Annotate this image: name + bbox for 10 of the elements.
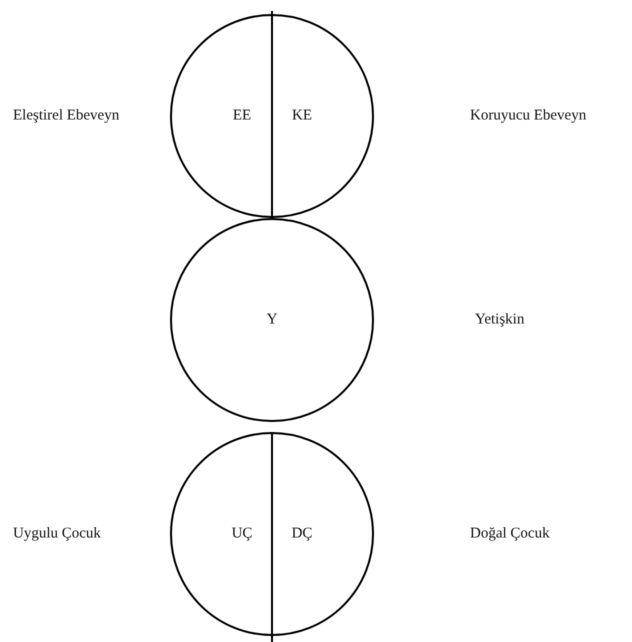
ego-state-name: Uygulu Çocuk [13,526,101,542]
ego-state-name: Yetişkin [475,312,524,328]
ego-state-abbreviation: DÇ [292,526,312,542]
ego-state-abbreviation: EE [232,108,252,124]
ego-state-name: Doğal Çocuk [470,526,550,542]
ego-state-abbreviation: KE [292,108,312,124]
ego-state-name: Eleştirel Ebeveyn [13,108,120,124]
ego-state-abbreviation: UÇ [232,526,252,542]
ego-state-name: Koruyucu Ebeveyn [470,108,586,124]
ego-state-abbreviation: Y [266,312,278,328]
